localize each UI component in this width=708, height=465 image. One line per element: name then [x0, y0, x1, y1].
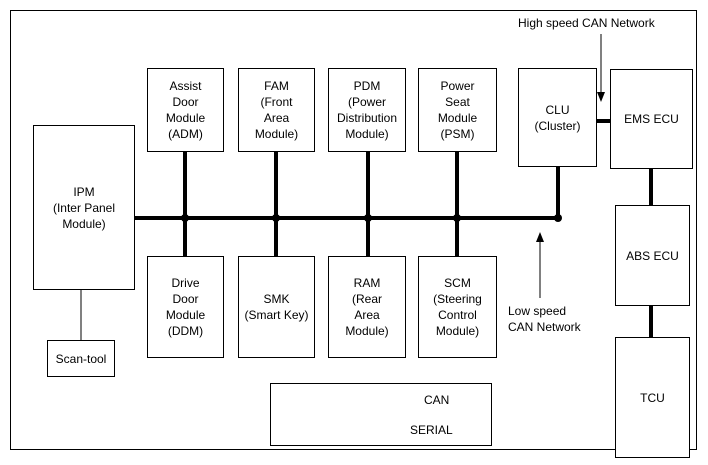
fam-box: FAM (Front Area Module) — [238, 68, 315, 152]
clu-box: CLU (Cluster) — [518, 68, 597, 167]
psm-box: Power Seat Module (PSM) — [418, 68, 497, 152]
pdm-box: PDM (Power Distribution Module) — [328, 68, 406, 152]
junction-dot — [364, 214, 372, 222]
ems-ecu-box: EMS ECU — [610, 69, 693, 169]
junction-dot — [453, 214, 461, 222]
scm-box: SCM (Steering Control Module) — [418, 256, 497, 358]
smk-box: SMK (Smart Key) — [238, 256, 315, 358]
low-speed-can-label: Low speed CAN Network — [508, 304, 581, 334]
high-speed-can-label: High speed CAN Network — [518, 16, 655, 30]
diagram-frame — [10, 10, 697, 450]
arrowhead-high-speed — [597, 92, 605, 102]
tcu-box: TCU — [615, 337, 690, 458]
legend-can-label: CAN — [424, 393, 450, 407]
abs-ecu-box: ABS ECU — [615, 205, 690, 306]
scan-tool-box: Scan-tool — [47, 340, 115, 377]
junction-dot — [181, 214, 189, 222]
ram-box: RAM (Rear Area Module) — [328, 256, 406, 358]
arrowhead-low-speed — [536, 232, 544, 242]
legend-box — [270, 383, 492, 446]
junction-dot — [272, 214, 280, 222]
junction-dot — [554, 214, 562, 222]
adm-box: Assist Door Module (ADM) — [147, 68, 224, 152]
legend-serial-label: SERIAL — [410, 423, 453, 437]
ipm-box: IPM (Inter Panel Module) — [33, 125, 135, 290]
ddm-box: Drive Door Module (DDM) — [147, 256, 224, 358]
